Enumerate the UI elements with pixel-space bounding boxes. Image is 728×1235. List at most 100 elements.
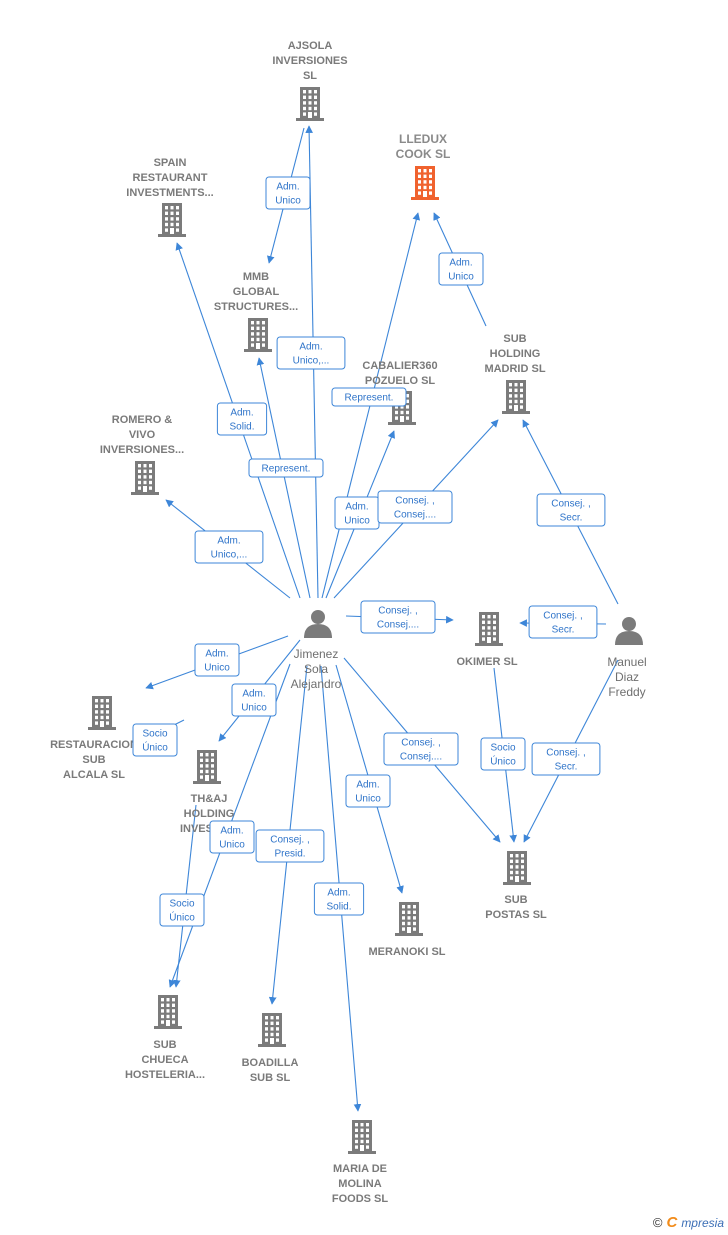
node-label-line: Manuel	[607, 655, 646, 669]
node-label-line: ALCALA SL	[63, 769, 125, 781]
relation-text: Consej. ,	[401, 738, 440, 749]
edge-jimenez-to-mmb	[256, 357, 311, 599]
relation-label-jimenez-lledux[interactable]: Represent.	[331, 387, 407, 407]
relation-text: Adm.	[356, 780, 379, 791]
relation-label-jimenez-romero[interactable]: Adm.Unico,...	[194, 530, 264, 564]
relation-text: Solid.	[229, 422, 254, 433]
relation-text: Unico	[219, 840, 245, 851]
building-icon	[503, 851, 531, 885]
relation-text: Consej. ,	[378, 606, 417, 617]
node-label-line: SPAIN	[154, 157, 187, 169]
relation-label-subholding-lledux[interactable]: Adm.Unico	[438, 252, 484, 286]
node-spain[interactable]: SPAINRESTAURANTINVESTMENTS...	[126, 157, 214, 237]
building-icon	[258, 1013, 286, 1047]
relation-label-jimenez-ajsola[interactable]: Adm.Unico,...	[276, 336, 346, 370]
relation-text: Unico	[448, 272, 474, 283]
building-icon	[88, 696, 116, 730]
relation-box	[438, 252, 484, 286]
relation-label-jimenez-mariademolina[interactable]: Adm.Solid.	[313, 882, 365, 916]
node-label-line: Freddy	[608, 685, 645, 699]
relation-box	[528, 605, 598, 639]
node-label-line: INVERSIONES	[272, 55, 347, 67]
relation-label-ajsola-mmb[interactable]: Adm. Unico	[265, 176, 311, 210]
node-label-line: Diaz	[615, 670, 639, 684]
relation-text: Represent.	[262, 464, 311, 475]
node-label-line: RESTAURACION	[50, 739, 138, 751]
node-thaj[interactable]: TH&AJHOLDINGINVESTM...	[180, 750, 238, 835]
node-label-line: MADRID SL	[484, 363, 545, 375]
relation-text: Presid.	[274, 849, 305, 860]
relation-text: Socio	[490, 743, 515, 754]
relation-label-manuel-subpostas[interactable]: Consej. ,Secr.	[531, 742, 601, 776]
person-icon	[615, 617, 643, 645]
relation-text: Consej....	[400, 752, 442, 763]
relation-label-manuel-okimer[interactable]: Consej. ,Secr.	[528, 605, 598, 639]
node-okimer[interactable]: OKIMER SL	[456, 612, 518, 668]
relation-box	[132, 723, 178, 757]
relation-label-jimenez-mmb[interactable]: Represent.	[248, 458, 324, 478]
relation-text: Adm.	[205, 649, 228, 660]
node-label-line: MMB	[243, 271, 269, 283]
node-label-line: SUB	[153, 1039, 176, 1051]
relation-text: Unico	[275, 196, 301, 207]
node-label-line: HOSTELERIA...	[125, 1069, 205, 1081]
relation-box	[331, 387, 407, 407]
relation-text: Unico,...	[293, 356, 330, 367]
relation-box	[531, 742, 601, 776]
node-mmb[interactable]: MMB GLOBAL STRUCTURES...	[214, 271, 298, 352]
relation-label-jimenez-boadilla[interactable]: Consej. ,Presid.	[255, 829, 325, 863]
relation-label-manuel-subholding[interactable]: Consej. ,Secr.	[536, 493, 606, 527]
relation-text: Secr.	[552, 625, 575, 636]
relation-box	[360, 600, 436, 634]
relation-label-jimenez-spain[interactable]: Adm.Solid.	[216, 402, 268, 436]
relation-text: Único	[142, 741, 168, 754]
node-label-line: SUB SL	[250, 1072, 291, 1084]
relation-label-jimenez-restauracion[interactable]: Adm. Unico	[194, 643, 240, 677]
relation-label-jimenez-thaj[interactable]: Adm.Unico	[231, 683, 277, 717]
relation-label-jimenez-okimer[interactable]: Consej. , Consej....	[360, 600, 436, 634]
relation-text: Adm.	[276, 182, 299, 193]
relation-box	[216, 402, 268, 436]
relation-label-jimenez-meranoki[interactable]: Adm.Unico	[345, 774, 391, 808]
node-label-line: HOLDING	[184, 808, 235, 820]
node-meranoki[interactable]: MERANOKI SL	[369, 902, 446, 958]
node-label-line: INVESTMENTS...	[126, 187, 213, 199]
node-romero[interactable]: ROMERO &VIVOINVERSIONES...	[100, 414, 184, 495]
relation-label-jimenez-subpostas[interactable]: Consej. , Consej....	[383, 732, 459, 766]
node-label-line: STRUCTURES...	[214, 301, 298, 313]
node-subchueca[interactable]: SUBCHUECAHOSTELERIA...	[125, 995, 205, 1081]
relation-text: Consej....	[377, 620, 419, 631]
node-label-line: MARIA DE	[333, 1163, 387, 1175]
relation-label-jimenez-cabalier[interactable]: Adm.Unico	[334, 496, 380, 530]
node-label-line: LLEDUX	[399, 132, 447, 146]
relation-text: Socio	[142, 729, 167, 740]
node-label-line: SUB	[503, 333, 526, 345]
building-icon	[475, 612, 503, 646]
building-icon	[131, 461, 159, 495]
node-label-line: INVERSIONES...	[100, 444, 184, 456]
relation-box	[377, 490, 453, 524]
relation-label-jimenez-subholding[interactable]: Consej. ,Consej....	[377, 490, 453, 524]
node-label-line: POSTAS SL	[485, 909, 547, 921]
relation-text: Secr.	[555, 762, 578, 773]
relation-text: Unico	[241, 703, 267, 714]
relation-label-jimenez-subchueca[interactable]: Adm.Unico	[209, 820, 255, 854]
node-label-line: GLOBAL	[233, 286, 280, 298]
node-label-line: COOK SL	[396, 147, 451, 161]
relation-text: Secr.	[560, 513, 583, 524]
relation-text: Unico	[204, 663, 230, 674]
relation-text: Solid.	[326, 902, 351, 913]
